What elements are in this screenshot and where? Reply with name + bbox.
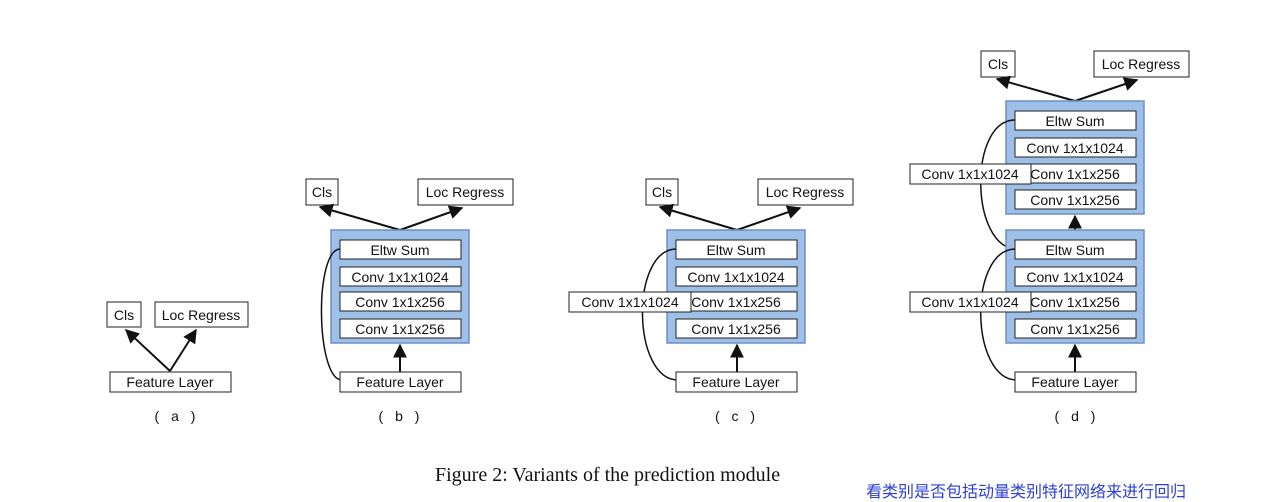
- conv256-label-c-1: Conv 1x1x256: [691, 294, 781, 310]
- skip-connection-c: [641, 248, 679, 381]
- conv256-box-c-2: [675, 318, 798, 339]
- feature-layer-box-d: [1014, 371, 1137, 393]
- loc-regress-label-b: Loc Regress: [426, 184, 505, 200]
- skip-conv1024-box-d-lower: [909, 291, 1032, 313]
- conv1024-label-d-lower: Conv 1x1x1024: [1026, 269, 1124, 285]
- cls-label-a: Cls: [114, 307, 134, 323]
- skip-conv1024-label-c: Conv 1x1x1024: [581, 294, 679, 310]
- skip-conv1024-box-d-upper: [909, 163, 1032, 185]
- subcaption-d: ( d ): [1055, 408, 1100, 424]
- feature-layer-label-a: Feature Layer: [126, 374, 213, 390]
- loc-regress-label-c: Loc Regress: [766, 184, 845, 200]
- cls-box-a: [106, 301, 142, 328]
- skip-conv1024-label-d-upper: Conv 1x1x1024: [921, 166, 1019, 182]
- eltw-sum-label-c: Eltw Sum: [706, 242, 765, 258]
- conv1024-box-c: [675, 266, 798, 287]
- conv256-label-d-upper-2: Conv 1x1x256: [1030, 192, 1120, 208]
- subcaption-a: ( a ): [155, 408, 200, 424]
- figure-caption: Figure 2: Variants of the prediction mod…: [435, 464, 781, 486]
- arrow-to-loc-c: [736, 205, 802, 231]
- conv256-box-b-2: [339, 318, 462, 339]
- feature-layer-label-b: Feature Layer: [356, 374, 443, 390]
- skip-connection-b: [320, 248, 343, 381]
- conv256-box-d-upper-2: [1014, 189, 1137, 210]
- loc-regress-box-d: [1093, 50, 1190, 78]
- conv1024-label-b: Conv 1x1x1024: [351, 269, 449, 285]
- conv256-label-d-lower-1: Conv 1x1x256: [1030, 294, 1120, 310]
- feature-layer-box-a: [109, 371, 232, 393]
- skip-connection-d-lower: [980, 248, 1018, 381]
- loc-regress-label-d: Loc Regress: [1102, 56, 1181, 72]
- loc-regress-box-b: [417, 178, 514, 206]
- eltw-sum-label-b: Eltw Sum: [370, 242, 429, 258]
- variant-a: Cls Loc Regress Feature Layer ( a ): [106, 301, 249, 424]
- conv256-label-d-lower-2: Conv 1x1x256: [1030, 321, 1120, 337]
- variant-c: Cls Loc Regress Eltw Sum Conv 1x1x1024 C…: [568, 178, 854, 424]
- skip-conv1024-box-c: [568, 291, 692, 313]
- conv1024-label-d-upper: Conv 1x1x1024: [1026, 140, 1124, 156]
- arrow-to-loc-a: [169, 328, 197, 372]
- variant-b: Cls Loc Regress Eltw Sum Conv 1x1x1024 C…: [305, 178, 514, 424]
- cls-box-b: [305, 178, 339, 206]
- skip-conv1024-label-d-lower: Conv 1x1x1024: [921, 294, 1019, 310]
- arrow-to-loc-b: [399, 205, 464, 231]
- variant-d: Cls Loc Regress Eltw Sum Conv 1x1x1024 C…: [909, 50, 1190, 424]
- conv1024-box-b: [339, 266, 462, 287]
- feature-layer-label-d: Feature Layer: [1031, 374, 1118, 390]
- conv256-label-b-2: Conv 1x1x256: [355, 321, 445, 337]
- conv256-box-d-lower-2: [1014, 318, 1137, 339]
- conv256-label-b-1: Conv 1x1x256: [355, 294, 445, 310]
- arrow-to-loc-d: [1074, 77, 1139, 102]
- subcaption-b: ( b ): [379, 408, 424, 424]
- cls-label-b: Cls: [312, 184, 332, 200]
- conv256-label-d-upper-1: Conv 1x1x256: [1030, 166, 1120, 182]
- loc-regress-label-a: Loc Regress: [162, 307, 241, 323]
- feature-layer-label-c: Feature Layer: [692, 374, 779, 390]
- subcaption-c: ( c ): [715, 408, 759, 424]
- arrow-to-cls-a: [124, 329, 171, 372]
- arrow-to-cls-b: [318, 203, 401, 231]
- feature-layer-box-b: [339, 371, 462, 393]
- loc-regress-box-a: [154, 301, 249, 328]
- conv256-box-b-1: [339, 291, 462, 312]
- arrow-to-cls-c: [658, 203, 738, 231]
- loc-regress-box-c: [757, 178, 854, 206]
- eltw-sum-label-d-upper: Eltw Sum: [1045, 113, 1104, 129]
- cls-label-c: Cls: [652, 184, 672, 200]
- arrow-to-cls-d: [995, 75, 1076, 102]
- conv1024-box-d-upper: [1014, 137, 1137, 158]
- conv1024-label-c: Conv 1x1x1024: [687, 269, 785, 285]
- annotation-note: 看类别是否包括动量类别特征网络来进行回归: [866, 482, 1187, 501]
- feature-layer-box-c: [675, 371, 798, 393]
- cls-label-d: Cls: [988, 56, 1008, 72]
- conv1024-box-d-lower: [1014, 266, 1137, 287]
- eltw-sum-label-d-lower: Eltw Sum: [1045, 242, 1104, 258]
- prediction-module-diagram: Cls Loc Regress Feature Layer ( a ) Cls …: [106, 50, 1190, 424]
- cls-box-d: [980, 50, 1016, 78]
- conv256-label-c-2: Conv 1x1x256: [691, 321, 781, 337]
